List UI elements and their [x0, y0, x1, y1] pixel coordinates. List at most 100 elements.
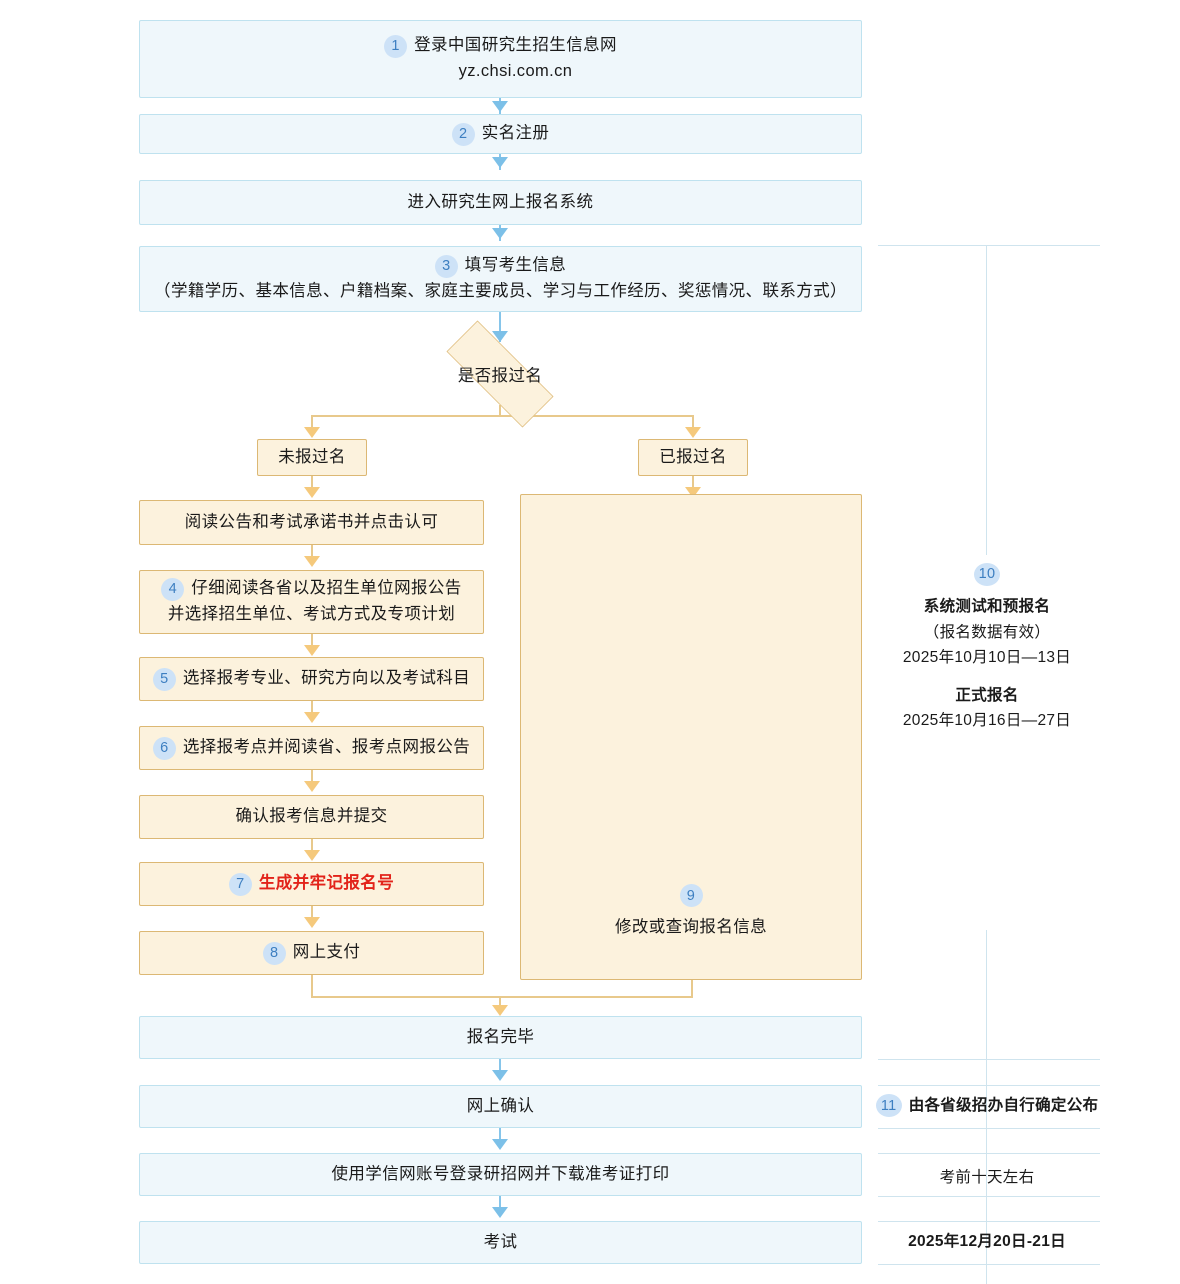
branch-already-registered[interactable]: 已报过名	[638, 439, 748, 476]
node-online-confirmation[interactable]: 网上确认	[139, 1085, 862, 1128]
arrow-5-6-icon	[304, 556, 320, 567]
timeline-divider-top	[878, 245, 1100, 246]
node-confirm-submit-row: 确认报考信息并提交	[235, 804, 387, 830]
connector-payment-down	[311, 975, 313, 998]
connector-decision-split	[311, 415, 693, 417]
node-generate-registration-number[interactable]: 7 生成并牢记报名号	[139, 862, 484, 906]
connector-9-10	[311, 839, 313, 853]
node-select-exam-site-row: 6 选择报考点并阅读省、报考点网报公告	[152, 735, 471, 761]
node-download-ticket-label: 使用学信网账号登录研招网并下载准考证打印	[331, 1164, 670, 1183]
node-confirm-submit-label: 确认报考信息并提交	[235, 807, 388, 826]
arrow-9-10-icon	[304, 850, 320, 861]
node-read-announcement[interactable]: 阅读公告和考试承诺书并点击认可	[139, 500, 484, 545]
branch-not-registered-row: 未报过名	[278, 445, 346, 471]
connector-6-7	[311, 634, 313, 648]
arrow-15-16-icon	[492, 1207, 508, 1218]
connector-8-9	[311, 770, 313, 784]
step-badge-2: 2	[451, 122, 475, 146]
step-badge-8: 8	[262, 941, 286, 965]
arrow-14-15-icon	[492, 1139, 508, 1150]
node-select-major-row: 5 选择报考专业、研究方向以及考试科目	[152, 666, 470, 692]
step-badge-9: 9	[679, 884, 703, 908]
connector-14-15	[499, 1128, 501, 1142]
arrow-branchleft-icon	[304, 487, 320, 498]
step-badge-7: 7	[228, 872, 252, 896]
arrow-decision-left-icon	[304, 427, 320, 438]
arrow-2-3-icon	[492, 157, 508, 168]
node-read-announcement-label: 阅读公告和考试承诺书并点击认可	[184, 512, 439, 531]
step-badge-5: 5	[152, 667, 176, 691]
node-login-chsi[interactable]: 1 登录中国研究生招生信息网 yz.chsi.com.cn	[139, 20, 862, 98]
timeline-divider-2	[878, 1085, 1100, 1086]
step-badge-3: 3	[434, 254, 458, 278]
node-exam-label: 考试	[483, 1232, 518, 1251]
timeline-registration-period: 10 系统测试和预报名 （报名数据有效） 2025年10月10日—13日 正式报…	[876, 563, 1098, 734]
node-fill-info-row: 3 填写考生信息	[434, 253, 567, 279]
node-select-major[interactable]: 5 选择报考专业、研究方向以及考试科目	[139, 657, 484, 701]
node-modify-or-query-label: 修改或查询报名信息	[614, 918, 768, 937]
node-online-payment[interactable]: 8 网上支付	[139, 931, 484, 975]
timeline-confirmation-text: 由各省级招办自行确定公布	[908, 1097, 1099, 1114]
arrow-merge-icon	[492, 1005, 508, 1016]
timeline-divider-6	[878, 1221, 1100, 1222]
timeline-exam-date-text: 2025年12月20日-21日	[908, 1233, 1066, 1250]
node-read-province-line1: 仔细阅读各省以及招生单位网报公告	[191, 579, 462, 598]
timeline-divider-bottom	[878, 1264, 1100, 1265]
connector-7-8	[311, 701, 313, 715]
timeline-vline-lower	[986, 930, 987, 1284]
node-login-url: yz.chsi.com.cn	[458, 62, 573, 80]
node-read-province-unit[interactable]: 4 仔细阅读各省以及招生单位网报公告 并选择招生单位、考试方式及专项计划	[139, 570, 484, 634]
decision-label: 是否报过名	[457, 367, 543, 385]
node-fill-info-label: 填写考生信息	[464, 256, 567, 275]
connector-merge-down	[499, 996, 501, 1009]
node-login-row: 1 登录中国研究生招生信息网	[384, 33, 617, 59]
node-exam[interactable]: 考试	[139, 1221, 862, 1264]
connector-10-11	[311, 906, 313, 920]
node-registration-complete[interactable]: 报名完毕	[139, 1016, 862, 1059]
connector-decision-right	[692, 415, 694, 433]
connector-decision-left	[311, 415, 313, 433]
connector-branchleft-down	[311, 476, 313, 490]
node-exam-row: 考试	[484, 1230, 518, 1256]
timeline-ticket: 考前十天左右	[876, 1165, 1098, 1191]
timeline-spacer	[876, 671, 1098, 683]
node-generate-number-row: 7 生成并牢记报名号	[228, 871, 395, 897]
node-generate-number-label: 生成并牢记报名号	[258, 874, 395, 893]
node-online-payment-row: 8 网上支付	[262, 940, 361, 966]
arrow-branchright-icon	[685, 487, 701, 498]
node-fill-candidate-info[interactable]: 3 填写考生信息 （学籍学历、基本信息、户籍档案、家庭主要成员、学习与工作经历、…	[139, 246, 862, 312]
connector-5-6	[311, 545, 313, 559]
step-badge-4: 4	[161, 577, 185, 601]
arrow-4-decision-icon	[492, 331, 508, 342]
connector-branchright-down	[692, 476, 694, 490]
timeline-ticket-text: 考前十天左右	[939, 1169, 1035, 1186]
step-badge-9-wrap: 9	[679, 884, 703, 908]
node-select-exam-site[interactable]: 6 选择报考点并阅读省、报考点网报公告	[139, 726, 484, 770]
node-confirm-submit[interactable]: 确认报考信息并提交	[139, 795, 484, 839]
node-download-ticket-row: 使用学信网账号登录研招网并下载准考证打印	[332, 1162, 670, 1188]
branch-not-registered[interactable]: 未报过名	[257, 439, 367, 476]
node-read-province-row: 4 仔细阅读各省以及招生单位网报公告	[161, 576, 461, 602]
connector-13-14	[499, 1059, 501, 1073]
node-registration-complete-row: 报名完毕	[467, 1025, 535, 1051]
step-badge-10: 10	[974, 563, 1000, 586]
connector-merge	[311, 996, 693, 998]
node-download-admission-ticket[interactable]: 使用学信网账号登录研招网并下载准考证打印	[139, 1153, 862, 1196]
timeline-divider-4	[878, 1153, 1100, 1154]
node-online-confirmation-row: 网上确认	[467, 1094, 535, 1120]
timeline-confirmation: 11 由各省级招办自行确定公布	[875, 1093, 1099, 1119]
node-real-name-register[interactable]: 2 实名注册	[139, 114, 862, 154]
step-badge-11: 11	[875, 1094, 902, 1118]
branch-already-registered-label: 已报过名	[659, 447, 727, 466]
arrow-10-11-icon	[304, 917, 320, 928]
timeline-badge-10-wrap: 10	[876, 563, 1098, 586]
decision-registered-before[interactable]: 是否报过名	[424, 320, 576, 428]
timeline-pretest-title: 系统测试和预报名	[923, 598, 1051, 615]
connector-decision-down	[499, 405, 501, 417]
timeline-pretest-sub: （报名数据有效）	[923, 623, 1051, 641]
node-enter-system[interactable]: 进入研究生网上报名系统	[139, 180, 862, 225]
timeline-divider-5	[878, 1196, 1100, 1197]
node-select-exam-site-label: 选择报考点并阅读省、报考点网报公告	[182, 738, 471, 757]
node-modify-or-query[interactable]: 9 修改或查询报名信息	[520, 494, 862, 980]
timeline-divider-1	[878, 1059, 1100, 1060]
